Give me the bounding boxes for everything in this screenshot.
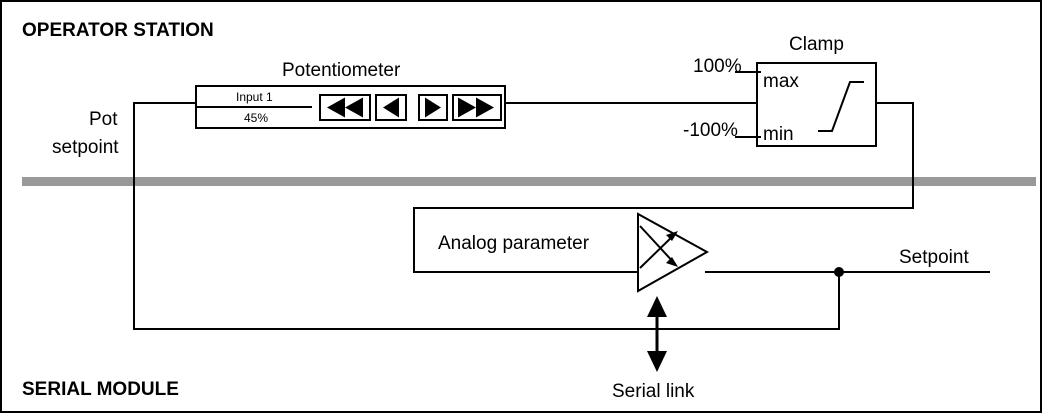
analog-arrowhead-a — [666, 257, 678, 267]
clamp-title: Clamp — [789, 34, 844, 55]
analog-cross-a — [639, 225, 677, 266]
analog-arrowhead-b — [666, 231, 678, 241]
section-separator — [22, 177, 1036, 186]
step-forward-button[interactable] — [418, 94, 448, 121]
serial-link-arrow-down-icon — [647, 351, 667, 372]
fast-rewind-button[interactable] — [319, 94, 371, 121]
potentiometer-input-label: Input 1 — [236, 90, 273, 104]
analog-parameter-label: Analog parameter — [438, 233, 590, 254]
pot-setpoint-label-line1: Pot — [89, 109, 118, 130]
serial-link-arrow-up-icon — [647, 296, 667, 317]
clamp-max-label: max — [763, 71, 799, 92]
setpoint-label: Setpoint — [899, 247, 969, 268]
setpoint-junction — [834, 267, 844, 277]
step-back-button[interactable] — [375, 94, 407, 121]
clamp-min-label: min — [763, 124, 794, 145]
serial-module-title: SERIAL MODULE — [22, 379, 179, 400]
fast-rewind-icon — [327, 97, 363, 118]
fast-forward-icon — [458, 97, 494, 118]
potentiometer-value-label: 45% — [244, 111, 269, 125]
step-back-icon — [383, 97, 399, 118]
step-forward-icon — [425, 97, 441, 118]
clamp-min-value: -100% — [683, 120, 738, 141]
clamp-box — [756, 62, 877, 147]
potentiometer-title: Potentiometer — [282, 60, 401, 81]
serial-link-label: Serial link — [612, 381, 695, 402]
clamp-curve-icon — [818, 81, 864, 132]
fast-forward-button[interactable] — [452, 94, 502, 121]
analog-triangle-icon — [637, 212, 710, 293]
operator-station-title: OPERATOR STATION — [22, 20, 214, 41]
pot-setpoint-wire — [133, 102, 840, 330]
pot-setpoint-label-line2: setpoint — [52, 137, 119, 158]
clamp-max-value: 100% — [693, 56, 742, 77]
